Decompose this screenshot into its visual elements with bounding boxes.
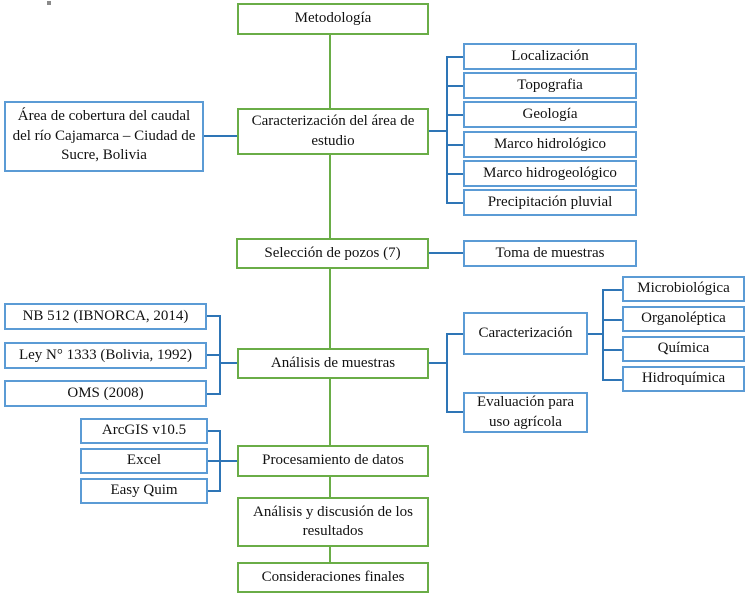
node-metodologia: Metodología (237, 3, 429, 35)
connector-aspect-stub-1 (446, 56, 463, 58)
connector-norm-stub-1 (207, 315, 221, 317)
connector-tools-to-step (219, 460, 237, 462)
connector-spine-5 (329, 477, 331, 497)
node-excel: Excel (80, 448, 208, 474)
scan-artifact-dot (47, 1, 51, 5)
connector-spine-3 (329, 269, 331, 348)
connector-step-to-sampling (429, 252, 463, 254)
node-hidroquimica: Hidroquímica (622, 366, 745, 392)
connector-step-to-aspects (429, 130, 448, 132)
connector-carac-to-types (588, 333, 604, 335)
node-caracterizacion: Caracterización (463, 312, 588, 355)
connector-type-stub-2 (602, 319, 622, 321)
connector-aspect-stub-3 (446, 114, 463, 116)
connector-spine-6 (329, 547, 331, 562)
connector-aspect-stub-5 (446, 173, 463, 175)
node-caracterizacion-area: Caracterización del área de estudio (237, 108, 429, 155)
connector-aspects-bracket (446, 56, 448, 204)
node-geologia: Geología (463, 101, 637, 128)
node-evaluacion-agricola: Evaluación para uso agrícola (463, 392, 588, 433)
connector-norms-to-step (219, 362, 237, 364)
node-oms: OMS (2008) (4, 380, 207, 407)
connector-type-stub-4 (602, 379, 622, 381)
node-consideraciones-finales: Consideraciones finales (237, 562, 429, 593)
connector-aspect-stub-4 (446, 144, 463, 146)
node-quimica: Química (622, 336, 745, 362)
connector-tool-stub-2 (208, 460, 221, 462)
node-nb512: NB 512 (IBNORCA, 2014) (4, 303, 207, 330)
connector-norms-bracket (219, 315, 221, 395)
node-topografia: Topografia (463, 72, 637, 99)
connector-tool-stub-1 (208, 430, 221, 432)
connector-spine-2 (329, 155, 331, 238)
connector-analysis-bracket (446, 333, 448, 413)
node-localizacion: Localización (463, 43, 637, 70)
node-procesamiento-datos: Procesamiento de datos (237, 445, 429, 477)
connector-analysis-stub-1 (446, 333, 463, 335)
node-ley1333: Ley N° 1333 (Bolivia, 1992) (4, 342, 207, 369)
node-arcgis: ArcGIS v10.5 (80, 418, 208, 444)
connector-aspect-stub-2 (446, 85, 463, 87)
node-marco-hidrogeologico: Marco hidrogeológico (463, 160, 637, 187)
node-toma-muestras: Toma de muestras (463, 240, 637, 267)
connector-aspect-stub-6 (446, 202, 463, 204)
node-analisis-discusion: Análisis y discusión de los resultados (237, 497, 429, 547)
node-microbiologica: Microbiológica (622, 276, 745, 302)
connector-types-bracket (602, 289, 604, 381)
connector-step-to-analysis (429, 362, 448, 364)
node-easy-quim: Easy Quim (80, 478, 208, 504)
connector-norm-stub-3 (207, 393, 221, 395)
connector-analysis-stub-2 (446, 411, 463, 413)
connector-area-to-step (204, 135, 237, 137)
connector-type-stub-3 (602, 349, 622, 351)
connector-norm-stub-2 (207, 354, 221, 356)
node-seleccion-pozos: Selección de pozos (7) (236, 238, 429, 269)
connector-spine-1 (329, 35, 331, 108)
node-area-cobertura: Área de cobertura del caudal del río Caj… (4, 101, 204, 172)
connector-spine-4 (329, 379, 331, 445)
node-organoleptica: Organoléptica (622, 306, 745, 332)
node-marco-hidrologico: Marco hidrológico (463, 131, 637, 158)
node-precipitacion-pluvial: Precipitación pluvial (463, 189, 637, 216)
connector-type-stub-1 (602, 289, 622, 291)
connector-tool-stub-3 (208, 490, 221, 492)
node-analisis-muestras: Análisis de muestras (237, 348, 429, 379)
